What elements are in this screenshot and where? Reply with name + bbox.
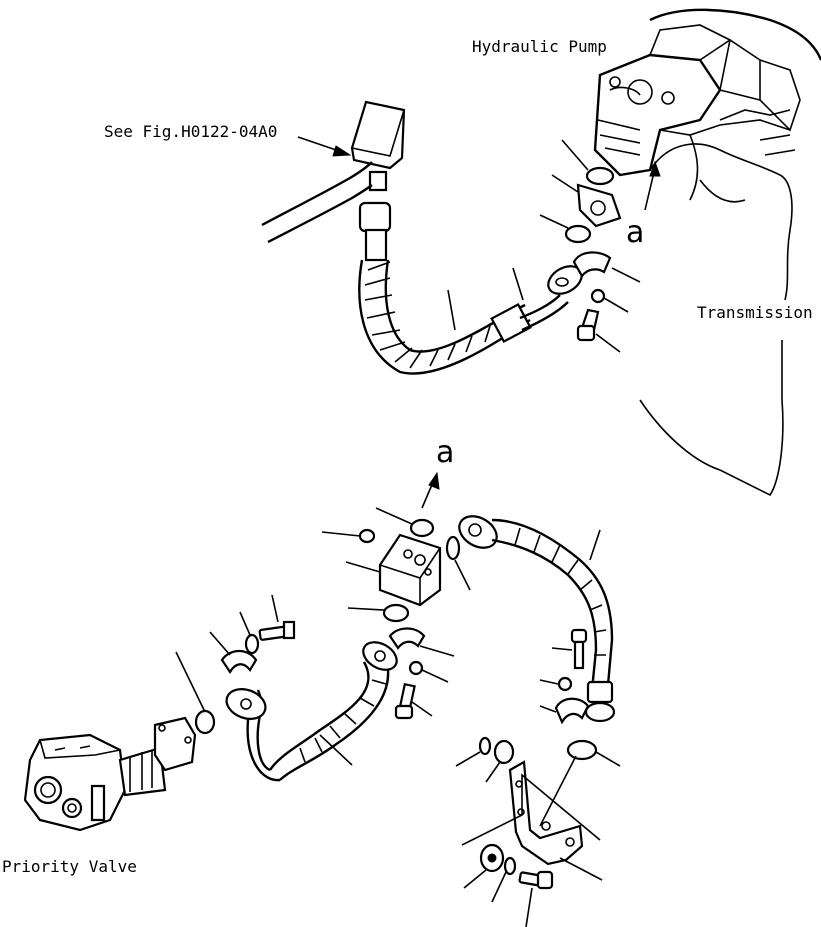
top-hose-assembly	[358, 201, 583, 375]
transmission-drawing	[639, 109, 796, 497]
reference-arrow-top	[644, 160, 661, 211]
mounting-bracket-drawing	[455, 736, 603, 927]
connector-block-drawing	[261, 100, 406, 244]
right-small-parts	[539, 628, 621, 767]
reference-a-bottom: a	[436, 435, 454, 470]
priority-valve-label: Priority Valve	[2, 857, 137, 876]
hydraulic-pump-label: Hydraulic Pump	[472, 37, 607, 56]
see-fig-arrow	[297, 136, 352, 157]
right-hose-assembly	[458, 515, 616, 723]
reference-a-top: a	[626, 215, 644, 250]
hydraulic-pump-drawing	[593, 8, 821, 201]
top-small-parts	[539, 139, 641, 353]
transmission-label: Transmission	[697, 303, 813, 322]
reference-arrow-bottom	[421, 471, 440, 509]
valve-block-drawing	[321, 507, 471, 623]
priority-valve-drawing	[23, 716, 197, 832]
left-small-parts	[175, 594, 455, 735]
left-hose-assembly	[225, 641, 398, 782]
see-fig-label: See Fig.H0122-04A0	[104, 122, 277, 141]
